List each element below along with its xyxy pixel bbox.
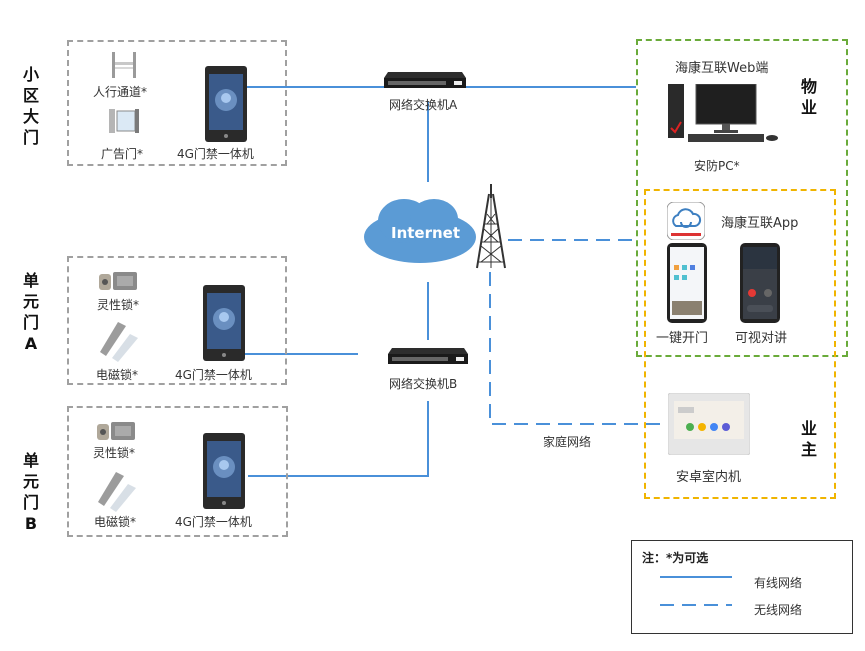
group-label-property: 物 业 — [799, 76, 819, 118]
indoor-station-icon — [668, 393, 750, 455]
group-label-unit-a: 单 元 门 A — [21, 270, 41, 354]
hik-connect-app-icon — [667, 202, 705, 240]
legend-wired-label: 有线网络 — [754, 576, 803, 590]
legend-wireless-label: 无线网络 — [754, 603, 803, 617]
legend-wired-swatch — [660, 576, 732, 578]
terminal-label: 4G门禁一体机 — [175, 368, 252, 382]
group-label-owner: 业 主 — [799, 418, 819, 460]
access-terminal-icon — [205, 66, 247, 142]
magnetic-lock-icon — [98, 472, 136, 512]
label-char: A — [24, 334, 38, 353]
access-terminal-icon — [203, 285, 245, 361]
turnstile-icon — [112, 52, 136, 78]
label-char: 单 — [22, 271, 39, 290]
terminal-label: 4G门禁一体机 — [175, 515, 252, 529]
phone-unlock-screen-icon — [667, 243, 707, 323]
terminal-label: 4G门禁一体机 — [177, 147, 254, 161]
label-char: 业 — [800, 98, 817, 117]
group-label-main-gate: 小 区 大 门 — [21, 64, 41, 148]
owner-box — [644, 189, 836, 499]
security-pc-icon — [668, 84, 778, 142]
label-char: 门 — [22, 313, 39, 332]
main-gate-box — [67, 40, 287, 166]
label-char: 门 — [22, 128, 39, 147]
magnetic-lock-label: 电磁锁* — [94, 515, 137, 529]
magnetic-lock-label: 电磁锁* — [96, 368, 139, 382]
legend: 注：*为可选 有线网络 无线网络 — [631, 540, 853, 634]
wireless-line-tower-to-indoor — [489, 272, 668, 425]
wired-line-switch-b-to-unit-b — [248, 401, 429, 477]
switch-a-label: 网络交换机A — [389, 98, 458, 112]
cell-tower-icon — [476, 184, 506, 269]
smart-lock-icon — [99, 272, 137, 290]
label-char: 主 — [800, 440, 817, 459]
one-key-unlock-label: 一键开门 — [656, 331, 709, 346]
switch-b-label: 网络交换机B — [389, 377, 458, 391]
label-char: 元 — [22, 292, 39, 311]
property-box — [636, 39, 848, 357]
turnstile-label: 人行通道* — [93, 85, 148, 99]
label-char: 门 — [22, 493, 39, 512]
label-char: B — [24, 514, 38, 533]
app-label: 海康互联App — [721, 216, 799, 231]
home-network-label: 家庭网络 — [543, 435, 592, 449]
web-client-label: 海康互联Web端 — [675, 61, 769, 76]
network-switch-a-icon — [384, 72, 466, 88]
label-char: 业 — [800, 419, 817, 438]
label-char: 大 — [22, 107, 39, 126]
network-switch-b-icon — [388, 348, 468, 364]
internet-cloud-icon — [364, 199, 476, 263]
swing-gate-icon — [109, 109, 139, 133]
unit-b-box — [67, 406, 288, 537]
label-char: 区 — [22, 86, 39, 105]
access-terminal-icon — [203, 433, 245, 509]
swing-gate-label: 广告门* — [101, 147, 144, 161]
label-char: 单 — [22, 451, 39, 470]
group-label-unit-b: 单 元 门 B — [21, 450, 41, 534]
label-char: 物 — [800, 77, 817, 96]
smart-lock-label: 灵性锁* — [93, 446, 136, 460]
legend-wireless-swatch — [660, 604, 732, 606]
internet-label: Internet — [391, 224, 461, 242]
video-intercom-label: 可视对讲 — [735, 331, 788, 346]
unit-a-box — [67, 256, 287, 385]
legend-title: 注：*为可选 — [642, 551, 709, 565]
label-char: 元 — [22, 472, 39, 491]
smart-lock-icon — [97, 422, 135, 440]
phone-intercom-screen-icon — [740, 243, 780, 323]
indoor-station-label: 安卓室内机 — [676, 470, 742, 485]
label-char: 小 — [22, 65, 39, 84]
security-pc-label: 安防PC* — [694, 159, 740, 173]
magnetic-lock-icon — [100, 322, 138, 362]
smart-lock-label: 灵性锁* — [97, 298, 140, 312]
